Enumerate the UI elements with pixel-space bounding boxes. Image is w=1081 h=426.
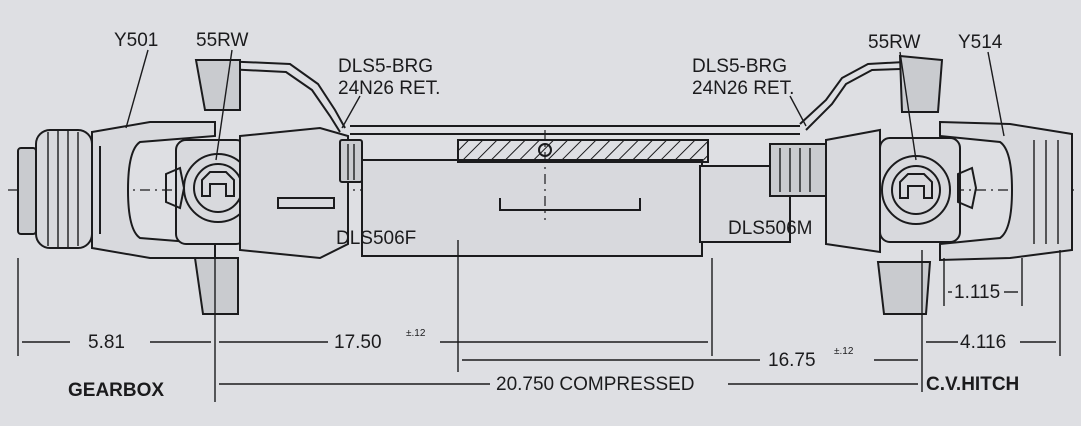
callout-leaders [125,49,1005,161]
label-cross-left: 55RW [196,30,249,51]
dim-compressed-length: 20.750 COMPRESSED [496,374,695,395]
label-yoke-right: Y514 [958,32,1003,53]
label-bearing-right-1: DLS5-BRG [692,56,787,77]
label-bearing-right-2: 24N26 RET. [692,78,794,99]
label-yoke-left: Y501 [114,30,158,51]
dim-gearbox-offset: 5.81 [88,332,125,353]
label-tube-male: DLS506M [728,218,813,239]
left-yoke [91,121,216,259]
left-inner-yoke [239,126,363,260]
dim-hitch-offset: 4.116 [960,332,1006,353]
dim-hitch-yoke: 1.115 [954,282,1000,303]
label-gearbox: GEARBOX [68,380,164,401]
male-tube [699,143,831,243]
left-cross-bearing [165,139,253,245]
dimension-lines [17,240,1061,402]
left-guard-cone [193,59,346,315]
female-tube [350,125,800,257]
label-bearing-left-1: DLS5-BRG [338,56,433,77]
label-cv-hitch: C.V.HITCH [926,374,1019,395]
dim-female-tolerance: ±.12 [406,328,426,339]
label-cross-right: 55RW [868,32,921,53]
right-guard-cone [799,54,944,315]
gearbox-coupling [17,129,93,249]
label-bearing-left-2: 24N26 RET. [338,78,440,99]
dim-male-tolerance: ±.12 [834,346,854,357]
right-yoke [939,120,1073,262]
label-tube-female: DLS506F [336,228,416,249]
dim-male-length: 16.75 [768,350,816,371]
right-cv-hitch [825,128,978,254]
dim-female-length: 17.50 [334,332,382,353]
